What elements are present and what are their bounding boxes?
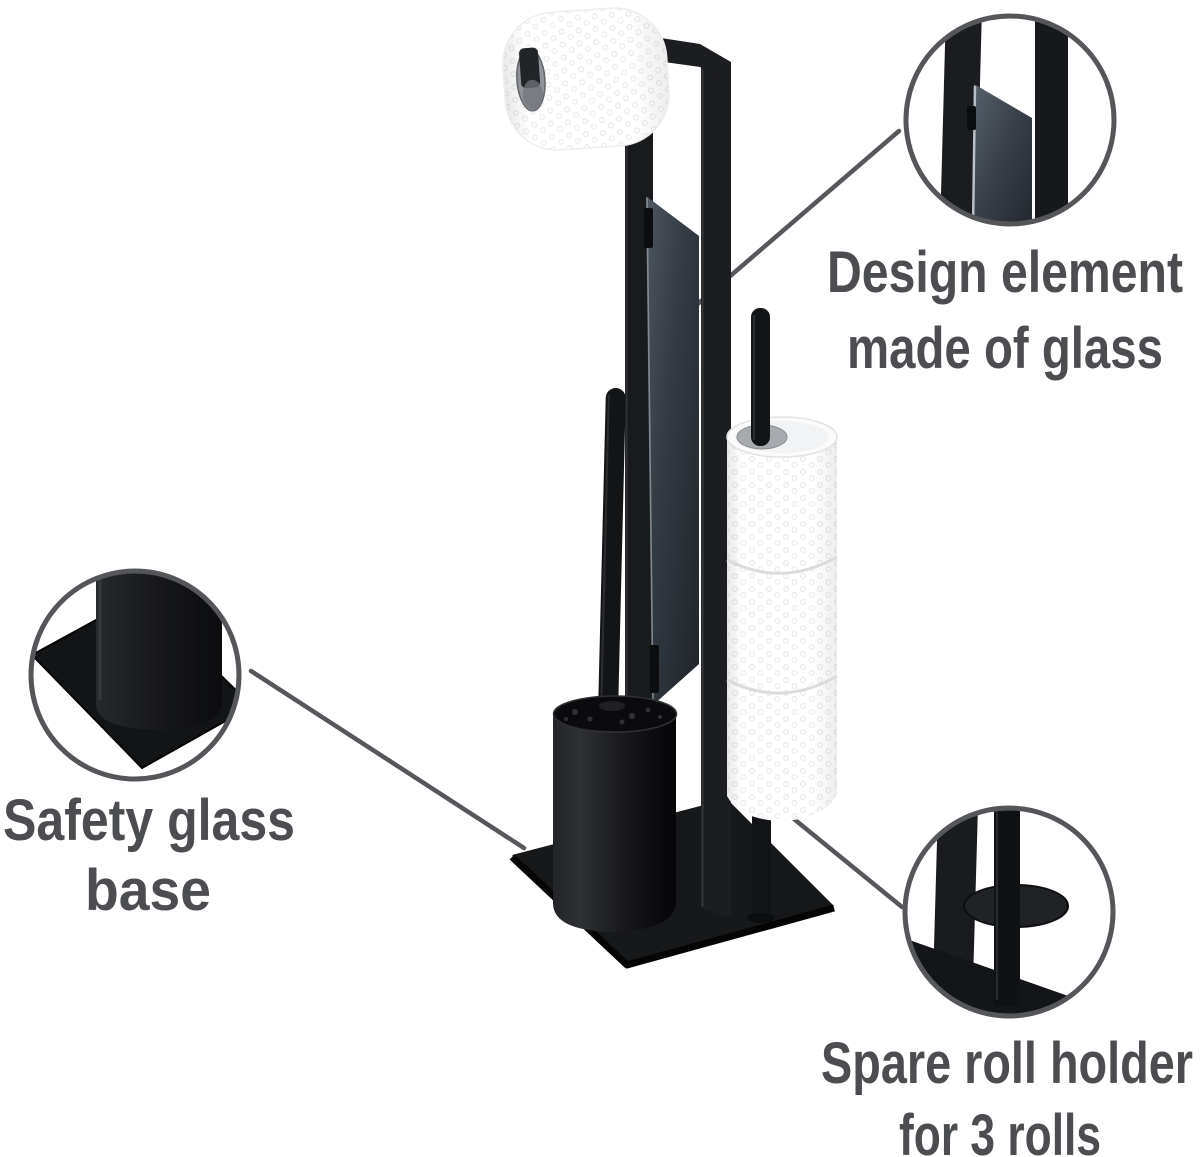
spare-roll-rod-upper (751, 308, 770, 446)
callout-glass-detail (903, 13, 1117, 227)
caption-glass-line1: Design element (827, 240, 1183, 305)
base-detail-content (31, 571, 239, 770)
captions: Design element made of glass Safety glas… (3, 240, 1193, 1157)
glass-panel-pane (646, 196, 699, 706)
glass-panel (644, 196, 699, 706)
roll-separator-1 (726, 555, 838, 575)
detail-glass-clip (967, 106, 976, 130)
detail-right-post (1035, 16, 1068, 224)
toilet-paper-roll (502, 7, 670, 151)
spare-roll-rod (751, 308, 770, 446)
glass-detail-content (940, 16, 1068, 224)
frame-front-post (625, 58, 653, 908)
brush-bristles (552, 695, 678, 733)
leader-line-base (248, 668, 527, 851)
glass-clip-bottom (650, 645, 659, 693)
spare-roll-rod-foot (747, 913, 775, 923)
caption-glass-line2: made of glass (847, 316, 1163, 381)
brush-handle (598, 388, 626, 718)
product (502, 7, 838, 969)
roll-holder-arm (519, 47, 541, 89)
detail-glass-pane (972, 84, 1032, 224)
leader-line-spare (791, 816, 905, 910)
brush-handle-highlight (600, 394, 610, 705)
spare-detail-ring (902, 805, 1116, 1019)
brush-handle-rod (598, 388, 626, 718)
brush-handle-collar (599, 701, 625, 711)
frame (622, 32, 731, 918)
glass-clip-top (644, 208, 653, 248)
glass-detail-ring (903, 13, 1117, 227)
brush-holder (552, 695, 678, 932)
base-plate-edge (509, 854, 835, 969)
detail-brush-holder (96, 571, 222, 730)
roll-separator-2 (726, 674, 838, 695)
caption-spare-line2: for 3 rolls (899, 1103, 1101, 1157)
spare-rolls (726, 416, 838, 821)
spare-roll-rod-lower (752, 800, 771, 918)
roll-core-shadow (522, 79, 543, 110)
caption-base-line1: Safety glass (3, 788, 295, 853)
detail-front-post (940, 16, 982, 224)
caption-spare-line1: Spare roll holder (821, 1031, 1193, 1096)
caption-base-line2: base (85, 858, 211, 923)
callout-base-detail (28, 568, 242, 782)
callout-spare-detail (902, 805, 1116, 1019)
base-detail-ring (28, 568, 242, 782)
glass-edge-highlight (646, 197, 654, 705)
roll-shading (502, 7, 670, 151)
spare-rolls-shading (727, 437, 837, 821)
detail-rod (994, 808, 1020, 1006)
brush-holder-body (553, 714, 676, 932)
frame-right-post (701, 52, 731, 918)
